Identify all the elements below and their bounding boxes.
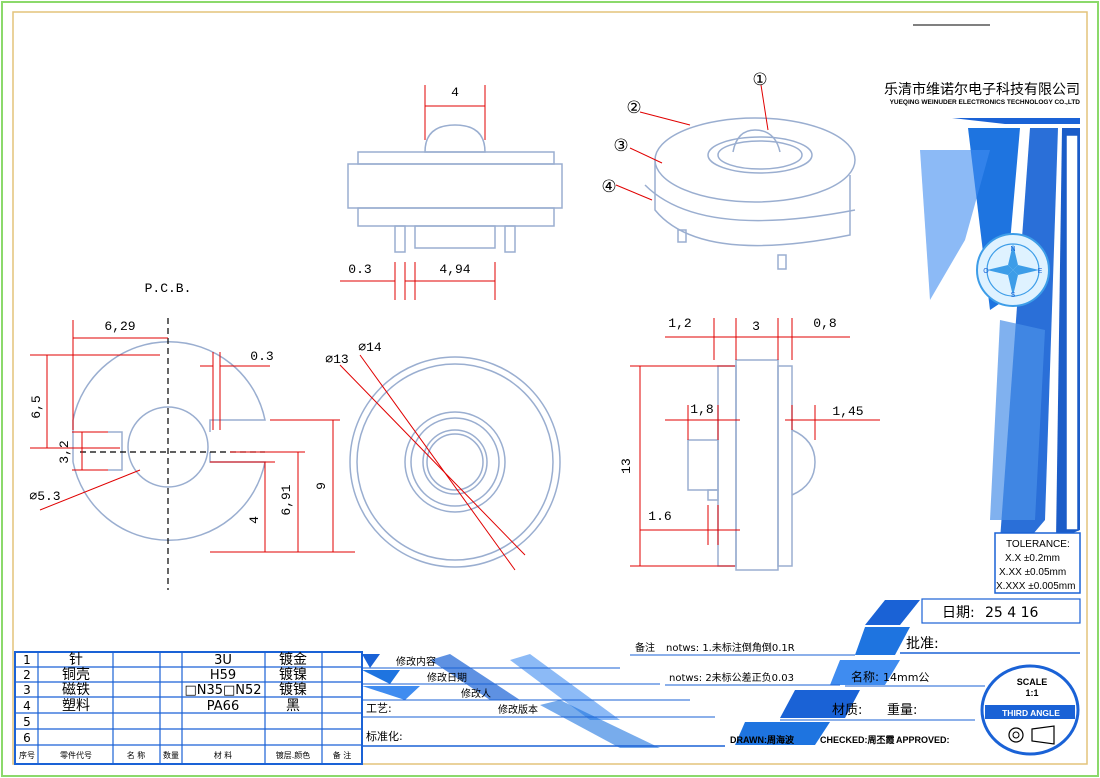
- pcb-dim-h4: 6,91: [279, 484, 294, 515]
- callout-2: ②: [626, 98, 641, 117]
- rev-version: 修改版本: [498, 703, 538, 716]
- name-value: 14mm公: [883, 671, 929, 684]
- weight-label: 重量:: [887, 702, 917, 718]
- bom-cell-part: 铜壳: [62, 666, 90, 683]
- tolerance-block: TOLERANCE: X.X ±0.2mm X.XX ±0.05mm X.XXX…: [994, 532, 1081, 594]
- revision-block: 修改内容 修改日期 修改人 修改版本 工艺: 标准化:: [362, 654, 725, 748]
- bom-cell-no: 3: [23, 683, 31, 697]
- bom-cell-finish: 黑: [286, 698, 300, 714]
- bom-table: 1 针 3U 镀金 2 铜壳 H59 镀镍 3 磁铁 □N35□N52 镀镍 4 塑料 PA66 黑 5 6 序号…: [14, 651, 363, 765]
- bom-cell-part: 磁铁: [62, 682, 90, 698]
- front-view: [349, 356, 561, 568]
- title-block-decoration: [735, 118, 1080, 745]
- scale-badge: SCALE 1:1 THIRD ANGLE: [980, 664, 1080, 756]
- compass-icon: N E S O: [976, 233, 1050, 307]
- date-value: 25 4 16: [985, 605, 1039, 621]
- bom-cell-finish: 镀金: [279, 651, 307, 668]
- notes-label: 备注: [635, 641, 655, 654]
- bom-cell-material: □N35□N52: [184, 683, 261, 698]
- rev-date: 修改日期: [427, 671, 467, 684]
- tolerance-l1: X.X ±0.2mm: [1005, 553, 1060, 564]
- bom-header-finish: 镀层.颜色: [276, 750, 311, 760]
- bom-header-name: 名 称: [127, 750, 146, 760]
- bom-cell-material: H59: [210, 668, 236, 683]
- pcb-dim-width: 6,29: [104, 319, 135, 334]
- side-view: [687, 359, 816, 571]
- bom-header-no: 序号: [19, 750, 35, 760]
- bom-cell-material: 3U: [214, 653, 232, 668]
- callout-3: ③: [613, 136, 628, 155]
- note-2: notws: 2未标公差正负0.03: [669, 671, 794, 684]
- bom-header-qty: 数量: [163, 750, 179, 760]
- bom-cell-no: 2: [23, 668, 31, 682]
- third-angle-label: THIRD ANGLE: [1002, 708, 1060, 718]
- side-dim-d: 1,8: [690, 402, 713, 417]
- rev-content: 修改内容: [396, 655, 436, 668]
- pcb-footprint: [72, 341, 266, 541]
- svg-text:N: N: [1010, 246, 1015, 253]
- bom-cell-finish: 镀镍: [279, 681, 307, 698]
- bom-cell-material: PA66: [207, 699, 239, 714]
- bom-cell-finish: 镀镍: [279, 666, 307, 683]
- craft-label: 工艺:: [366, 702, 392, 715]
- pcb-dim-dia: ⌀5.3: [29, 489, 60, 504]
- bom-header-material: 材 料: [214, 750, 233, 760]
- svg-text:S: S: [1011, 292, 1016, 299]
- pcb-dim-h5: 9: [314, 482, 329, 490]
- rev-person: 修改人: [461, 687, 491, 700]
- side-dim-h: 13: [619, 458, 634, 474]
- checked-by: CHECKED:周丕霞: [820, 735, 896, 745]
- approve-label: 批准:: [906, 636, 939, 652]
- dim-pin-gap: 0.3: [348, 262, 371, 277]
- material-label: 材质:: [832, 703, 862, 718]
- bom-cell-no: 6: [23, 731, 31, 745]
- tolerance-title: TOLERANCE:: [1006, 539, 1070, 550]
- pcb-label: P.C.B.: [145, 281, 192, 296]
- pcb-dim-h2: 3,2: [57, 440, 72, 463]
- tolerance-l2: X.XX ±0.05mm: [999, 567, 1066, 578]
- side-dim-a: 1,2: [668, 316, 691, 331]
- pcb-dim-h3: 4: [247, 516, 262, 524]
- scale-label: SCALE: [1017, 677, 1048, 687]
- side-dim-e: 1,45: [832, 404, 863, 419]
- bom-cell-part: 塑料: [62, 698, 90, 714]
- company-name-cn: 乐清市维诺尔电子科技有限公司: [884, 81, 1080, 98]
- tolerance-l3: X.XXX ±0.005mm: [996, 581, 1075, 592]
- isometric-view: [644, 117, 856, 270]
- svg-text:E: E: [1038, 268, 1043, 275]
- drawn-by: DRAWN:周海波: [730, 734, 795, 745]
- front-dim-d13: ⌀13: [325, 352, 348, 367]
- front-dim-d14: ⌀14: [358, 340, 382, 355]
- bom-cell-part: 针: [69, 652, 83, 668]
- pcb-dim-h1: 6,5: [29, 395, 44, 418]
- note-1: notws: 1.未标注倒角倒0.1R: [666, 641, 795, 654]
- bom-cell-no: 5: [23, 715, 31, 729]
- standard-label: 标准化:: [366, 729, 403, 743]
- date-label: 日期:: [942, 605, 975, 621]
- name-label: 名称:: [851, 669, 879, 684]
- bom-cell-no: 4: [23, 699, 31, 713]
- dim-base-width: 4,94: [439, 262, 470, 277]
- callout-4: ④: [601, 177, 616, 196]
- callout-1: ①: [752, 70, 767, 89]
- inner-frame: [12, 11, 1088, 765]
- pcb-dim-gap: 0.3: [250, 349, 273, 364]
- top-view: [347, 124, 563, 253]
- bom-header-remark: 备 注: [333, 750, 352, 760]
- bom-header-code: 零件代号: [60, 750, 92, 760]
- bom-cell-no: 1: [23, 653, 31, 667]
- scale-value: 1:1: [1025, 688, 1038, 698]
- side-dim-b: 3: [752, 319, 760, 334]
- side-dim-f: 1.6: [648, 509, 671, 524]
- company-name-en: YUEQING WEINUDER ELECTRONICS TECHNOLOGY …: [890, 99, 1081, 106]
- svg-text:O: O: [983, 268, 989, 275]
- side-dim-c: 0,8: [813, 316, 836, 331]
- approved-by: APPROVED:: [896, 735, 950, 745]
- dim-top-width: 4: [451, 85, 459, 100]
